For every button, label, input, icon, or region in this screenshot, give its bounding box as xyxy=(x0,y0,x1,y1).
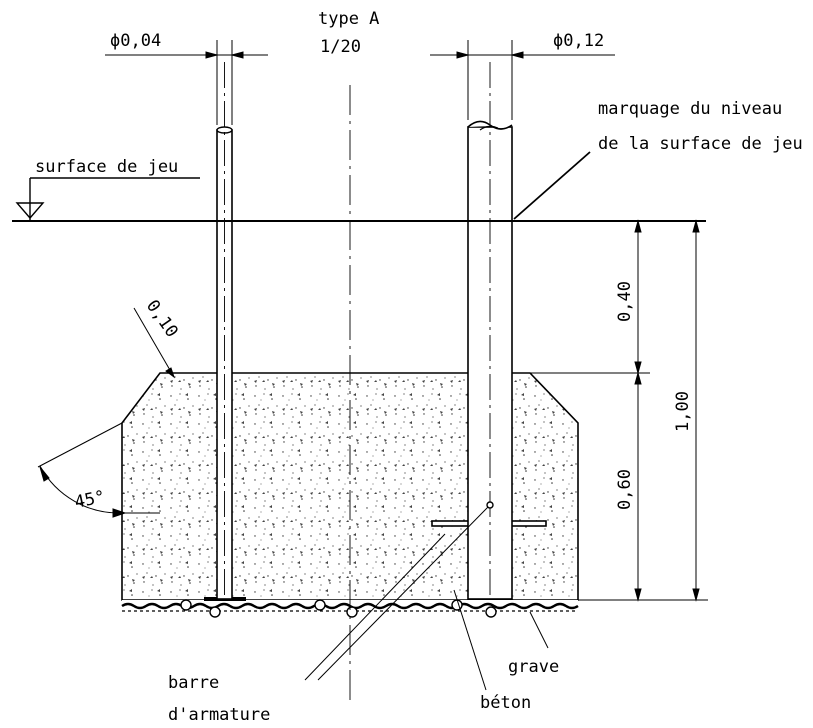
gravel-leader xyxy=(529,611,549,649)
rebar-leaders xyxy=(304,506,489,681)
gravel-stones xyxy=(180,599,497,618)
title-label: type A xyxy=(318,9,379,29)
dim-chamfer xyxy=(133,307,175,379)
post-left xyxy=(216,62,233,600)
dim-dia-left xyxy=(105,40,268,125)
dim-dia-right xyxy=(430,40,615,120)
dim-vertical xyxy=(634,219,700,602)
dim-total-label: 1,00 xyxy=(673,391,693,432)
gravel-label: grave xyxy=(508,657,559,677)
concrete-leader xyxy=(453,589,487,691)
dim-chamfer-label: 0,10 xyxy=(142,296,182,341)
post-right xyxy=(467,62,513,600)
scale-label: 1/20 xyxy=(320,37,361,57)
level-symbol xyxy=(15,177,200,221)
dim-top-label: 0,40 xyxy=(615,281,635,322)
marking-label-2: de la surface de jeu xyxy=(598,134,803,154)
dia-left-label: ϕ0,04 xyxy=(110,31,161,51)
dim-bottom-label: 0,60 xyxy=(615,469,635,510)
dia-right-label: ϕ0,12 xyxy=(553,31,604,51)
concrete-label: béton xyxy=(480,693,531,713)
angle-marker xyxy=(37,422,160,518)
marking-label-1: marquage du niveau xyxy=(598,99,782,119)
rebar-label-1: barre xyxy=(168,673,219,693)
angle-label: 45° xyxy=(73,487,107,513)
rebar-label-2: d'armature xyxy=(168,705,270,725)
surface-label: surface de jeu xyxy=(35,157,178,177)
marking-leader xyxy=(513,151,591,220)
